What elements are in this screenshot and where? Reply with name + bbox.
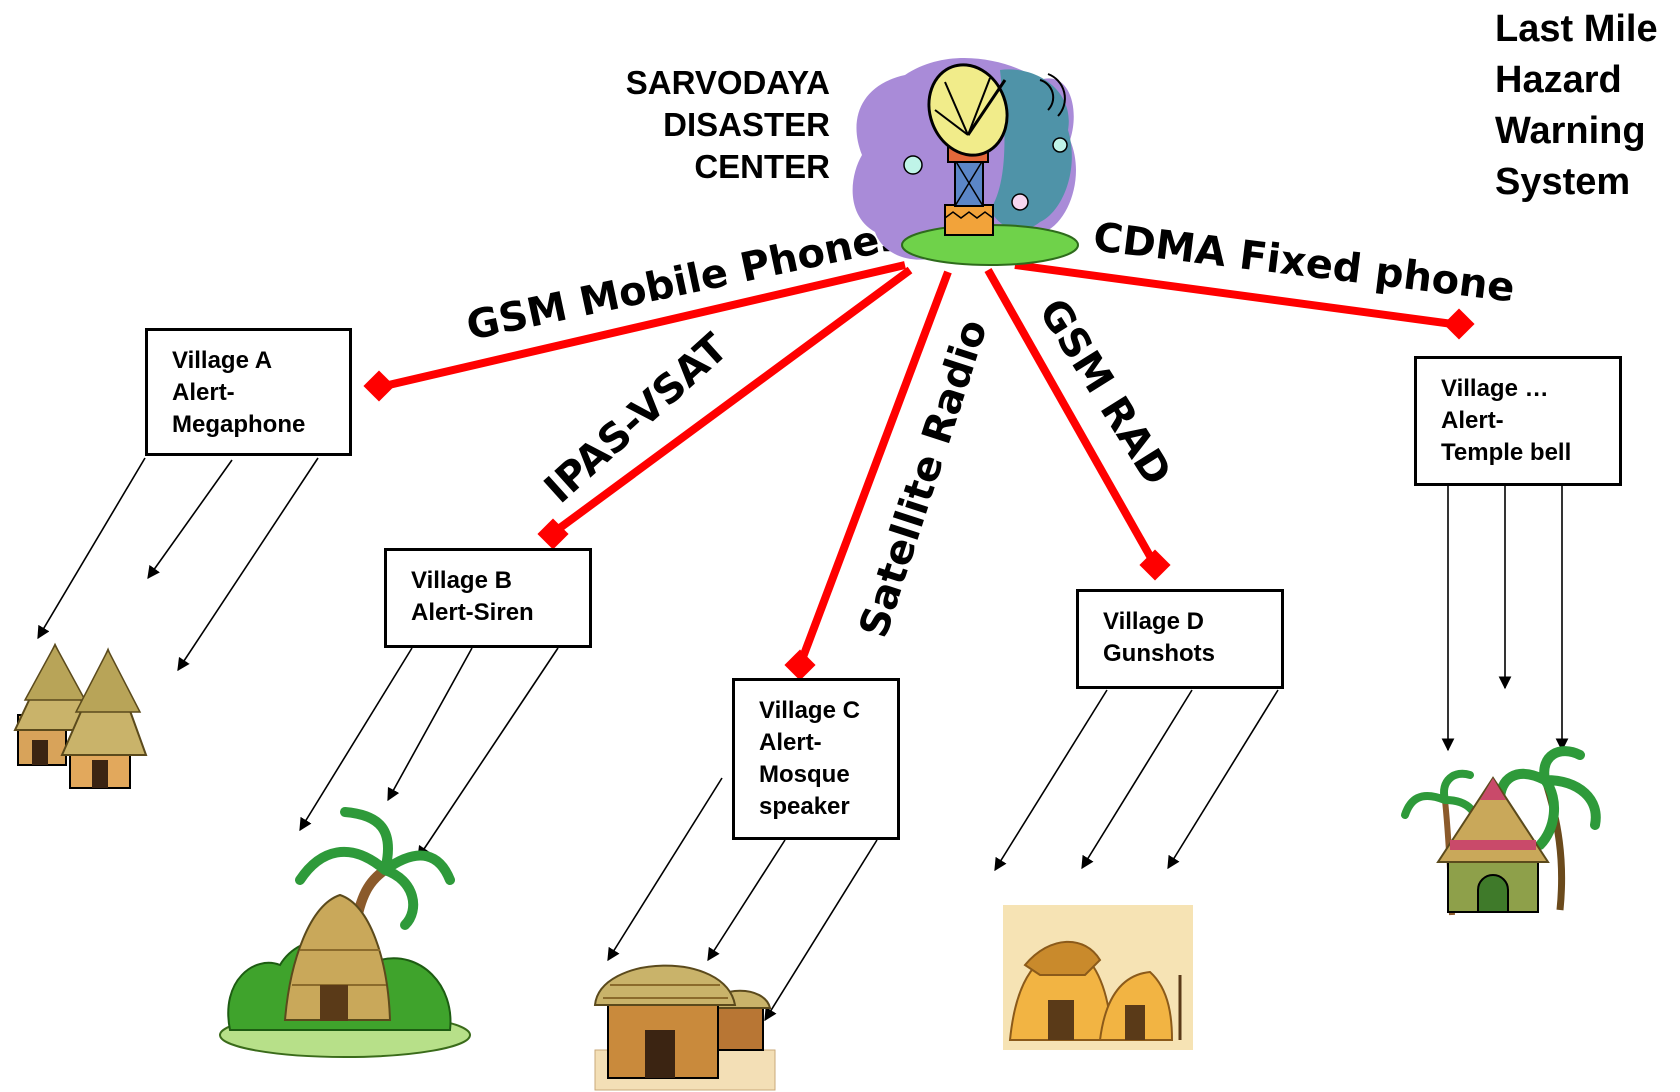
arrow-village-d-2 [1081,689,1193,870]
link-line-cdma-fixed [1014,261,1461,329]
arrow-village-b-1 [299,647,413,832]
link-line-satellite-radio [796,270,952,667]
center-title-line-2: DISASTER [663,106,830,143]
arrow-village-b-2 [387,647,473,802]
arrow-village-c-3 [764,839,878,1022]
center-title: SARVODAYA DISASTER CENTER [560,62,830,188]
link-line-gsm-rad [984,268,1159,567]
village-d-line-1: Village D [1103,608,1204,635]
arrow-village-c-1 [607,777,723,962]
village-b-line-1: Village B [411,567,512,594]
village-e-line-1: Village … [1441,375,1549,402]
system-title: Last Mile Hazard Warning System [1495,4,1680,208]
arrow-village-c-2 [707,839,786,962]
satellite-dish-icon [852,58,1079,266]
stone-dwellings-icon [1003,905,1193,1050]
arrow-village-b-3 [417,647,559,860]
village-c-box: Village C Alert- Mosque speaker [732,678,900,840]
hut-with-palm-icon [219,807,471,1058]
center-title-line-3: CENTER [694,148,830,185]
temple-hut-icon [1401,746,1601,916]
center-title-line-1: SARVODAYA [625,64,830,101]
link-line-ipas-vsat [550,266,913,537]
mud-huts-icon [593,964,776,1091]
village-c-line-3: Mosque [759,761,850,788]
village-e-line-3: Temple bell [1441,439,1572,466]
village-c-line-1: Village C [759,697,860,724]
system-title-line-2: Hazard [1495,59,1622,101]
village-b-box: Village B Alert-Siren [384,548,592,648]
village-d-box: Village D Gunshots [1076,589,1284,689]
link-end-village-c [784,649,816,681]
village-b-line-2: Alert-Siren [411,599,534,626]
link-end-village-d [1139,549,1171,581]
system-title-line-1: Last Mile [1495,8,1658,50]
link-end-village-e [1443,308,1475,340]
arrow-village-d-3 [1167,689,1279,870]
system-title-line-4: System [1495,161,1631,203]
link-line-gsm-mobile [379,261,906,391]
link-label-gsm-rad: GSM RAD [1030,291,1180,494]
village-e-box: Village … Alert- Temple bell [1414,356,1622,486]
arrow-village-a-1 [37,457,146,640]
arrow-village-d-1 [994,689,1108,872]
arrow-village-a-2 [147,459,233,580]
twin-thatched-huts-icon [13,642,148,789]
system-title-line-3: Warning [1495,110,1646,152]
link-end-village-a [363,370,395,402]
village-a-line-2: Alert- [172,379,235,406]
village-e-line-2: Alert- [1441,407,1504,434]
village-c-line-4: speaker [759,793,850,820]
village-c-line-2: Alert- [759,729,822,756]
village-a-line-3: Megaphone [172,411,306,438]
alert-arrows [37,457,1569,1022]
arrow-village-a-3 [177,457,319,672]
village-d-line-2: Gunshots [1103,640,1215,667]
village-a-line-1: Village A [172,347,273,374]
link-label-cdma-fixed: CDMA Fixed phone [1091,214,1517,311]
village-a-box: Village A Alert- Megaphone [145,328,352,456]
